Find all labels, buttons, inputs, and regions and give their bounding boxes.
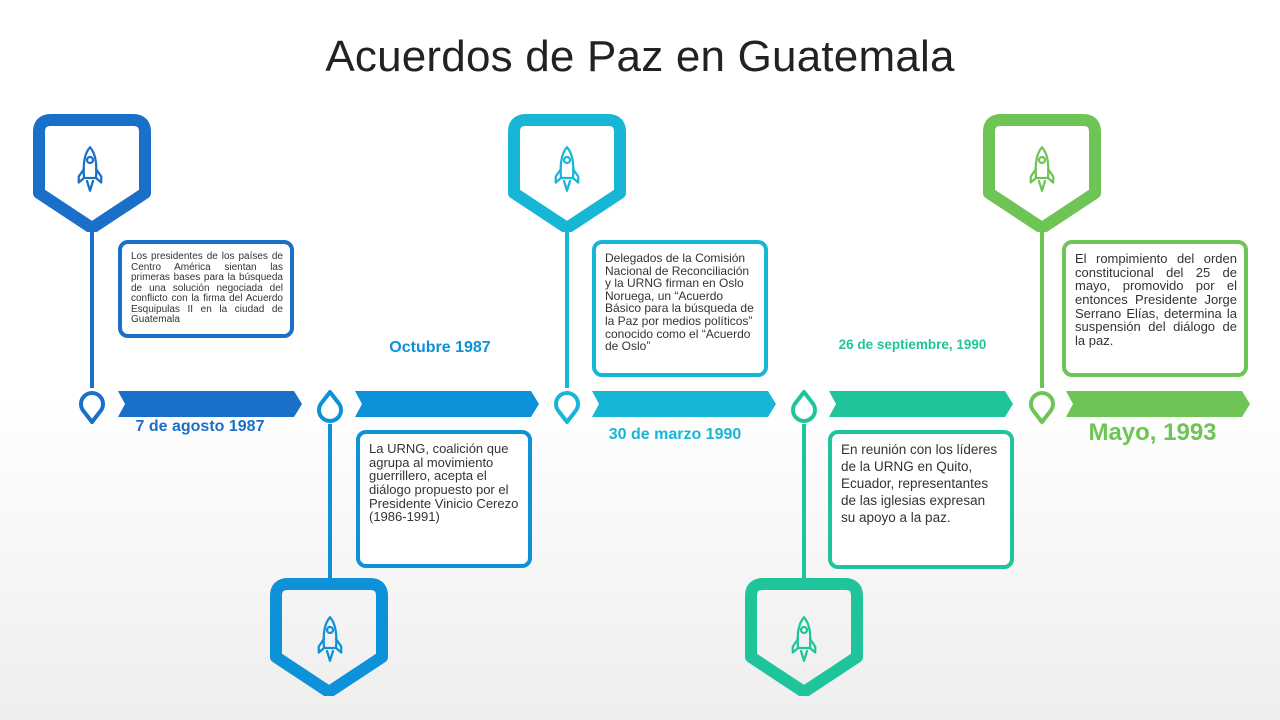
event-4-timeline-marker [789, 390, 819, 428]
rocket-icon [789, 610, 819, 668]
event-1-timeline-marker [77, 386, 107, 424]
event-4-date: 26 de septiembre, 1990 [838, 337, 987, 352]
event-3-connector-line [565, 225, 569, 388]
rocket-icon [75, 140, 105, 198]
event-1-connector-line [90, 225, 94, 388]
event-3-arrow-segment [592, 391, 776, 417]
event-1-date: 7 de agosto 1987 [135, 418, 265, 435]
event-4-connector-line [802, 424, 806, 582]
event-3-description-card: Delegados de la Comisión Nacional de Rec… [592, 240, 768, 377]
event-3-timeline-marker [552, 386, 582, 424]
rocket-icon [315, 610, 345, 668]
event-1-description-card: Los presidentes de los países de Centro … [118, 240, 294, 338]
event-2-connector-line [328, 424, 332, 582]
event-2-description-card: La URNG, coalición que agrupa al movimie… [356, 430, 532, 568]
event-5-description-card: El rompimiento del orden constitucional … [1062, 240, 1248, 377]
rocket-icon [552, 140, 582, 198]
event-5-arrow-segment [1066, 391, 1250, 417]
event-1-arrow-segment [118, 391, 302, 417]
event-4-description-card: En reunión con los líderes de la URNG en… [828, 430, 1014, 569]
rocket-icon [1027, 140, 1057, 198]
event-2-timeline-marker [315, 390, 345, 428]
page-title: Acuerdos de Paz en Guatemala [325, 32, 955, 81]
event-5-date: Mayo, 1993 [1088, 419, 1217, 446]
event-4-arrow-segment [829, 391, 1013, 417]
event-2-date: Octubre 1987 [389, 339, 491, 356]
event-5-connector-line [1040, 225, 1044, 388]
event-3-date: 30 de marzo 1990 [608, 426, 742, 443]
event-5-timeline-marker [1027, 386, 1057, 424]
event-2-arrow-segment [355, 391, 539, 417]
